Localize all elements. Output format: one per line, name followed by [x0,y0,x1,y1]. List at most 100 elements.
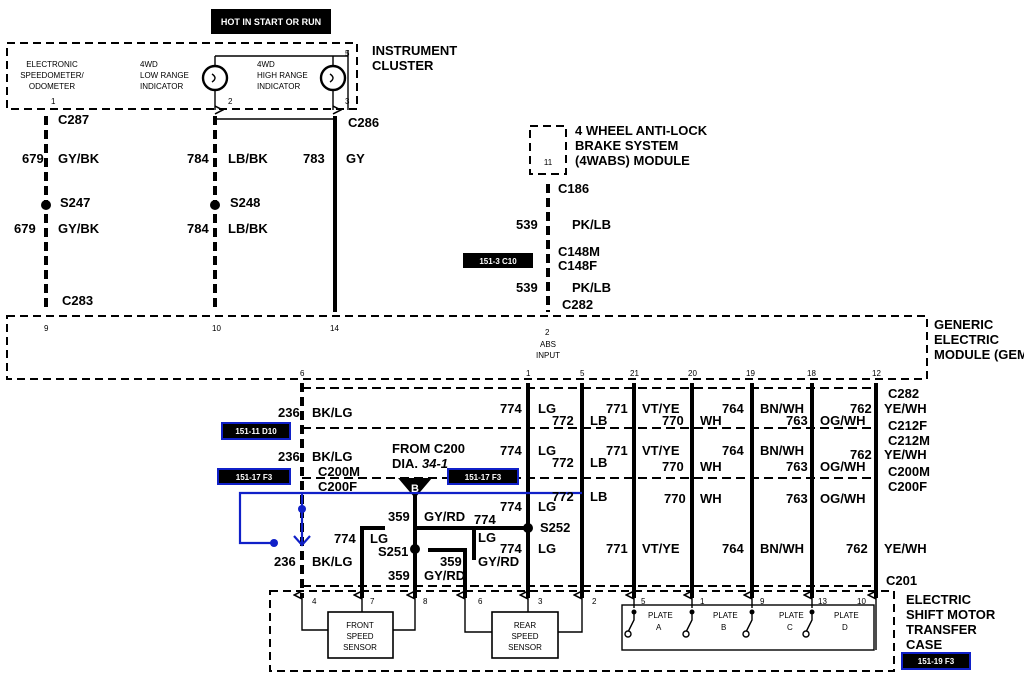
transfer-case-title: ELECTRIC [906,592,972,607]
reference-151-17-f3-right[interactable]: 151-17 F3 [447,468,519,485]
connector-c148m: C148M [558,244,600,259]
instrument-cluster: ELECTRONIC SPEEDOMETER/ ODOMETER 4WD LOW… [6,42,358,110]
label-gem-line2: ELECTRIC [934,332,1000,347]
label-gem-abs-input1: ABS [540,340,556,349]
hot-in-start-or-run-label: HOT IN START OR RUN [211,9,331,34]
label-instrument-cluster-pin1: 1 [51,97,56,106]
splice-s248: S248 [230,195,260,210]
label-lower-wires-w774c: 774 [500,499,522,514]
label-lower-wires-w762b: 762 [850,447,872,462]
label-lower-wires-w772a: 772 [552,413,574,428]
label-transfer-case-pin8: 8 [423,597,428,606]
label-refs-r4: 151-17 F3 [465,473,502,482]
label-lower-wires-c763b: OG/WH [820,459,866,474]
from-c200-label: FROM C200 [392,441,465,456]
label-upper-wires-c784a: LB/BK [228,151,268,166]
connector-c148f: C148F [558,258,597,273]
label-transfer-case-plate-c1: PLATE [779,611,804,620]
label-transfer-case-pin13: 13 [818,597,827,606]
label-transfer-case-line2: SHIFT MOTOR [906,607,996,622]
label-lower-wires-w764b: 764 [722,443,744,458]
connector-c201: C201 [886,573,917,588]
gem-title: GENERIC [934,317,994,332]
label-lower-wires-c764a: BN/WH [760,401,804,416]
label-lower-wires-c359a: GY/RD [424,509,465,524]
label-lower-wires-c359d: GY/RD [424,568,465,583]
label-instrument-cluster-high-line3: INDICATOR [257,82,300,91]
label-abs-module-line2: BRAKE SYSTEM [575,138,678,153]
instrument-cluster-title: INSTRUMENT [372,43,457,58]
label-transfer-case-line3: TRANSFER [906,622,977,637]
reference-151-11-d10[interactable]: 151-11 D10 [221,422,291,440]
rear-speed-sensor [491,611,559,659]
label-instrument-cluster-low-line1: 4WD [140,60,158,69]
label-instrument-cluster-pin2: 2 [228,97,233,106]
label-transfer-case-plate-b2: B [721,623,726,632]
reference-151-19-f3[interactable]: 151-19 F3 [901,652,971,670]
label-abs-module-pin: 11 [544,158,553,167]
label-upper-wires-w679b: 679 [14,221,36,236]
label-transfer-case-rear-line2: SPEED [511,632,538,641]
label-gem-pin2: 2 [545,328,550,337]
connector-c200f-left: C200F [318,479,357,494]
connector-c282-lower: C282 [888,386,919,401]
label-lower-wires-c762b: YE/WH [884,447,927,462]
connector-c200f-right: C200F [888,479,927,494]
label-transfer-case-pin4: 4 [312,597,317,606]
label-upper-wires-w679a: 679 [22,151,44,166]
label-lower-wires-c774a: LG [538,401,556,416]
label-transfer-case-plate-d1: PLATE [834,611,859,620]
label-transfer-case-plate-a2: A [656,623,662,632]
label-refs-r3: 151-17 F3 [236,473,273,482]
label-lower-wires-w359b: 359 [388,568,410,583]
label-gem-pin21: 21 [630,369,639,378]
label-lower-wires-w774a: 774 [500,401,522,416]
label-refs-r5: 151-19 F3 [918,657,955,666]
label-refs-r1: 151-3 C10 [479,257,517,266]
label-lower-wires-w762c: 762 [846,541,868,556]
label-lower-wires-w770b: 770 [662,459,684,474]
label-upper-wires-w783: 783 [303,151,325,166]
label-instrument-cluster-pin5: 5 [345,49,350,58]
label-gem-pin5: 5 [580,369,585,378]
label-transfer-case-plate-c2: C [787,623,793,632]
label-transfer-case-plate-d2: D [842,623,848,632]
label-lower-wires-w359a: 359 [388,509,410,524]
label-lower-wires-c770c: WH [700,491,722,506]
generic-electric-module: 9 10 14 2 ABS INPUT 6 1 5 21 20 19 18 12 [6,315,928,380]
label-lower-wires-c764b: BN/WH [760,443,804,458]
label-upper-wires-c539a: PK/LB [572,217,611,232]
label-lower-wires-c763a: OG/WH [820,413,866,428]
label-lower-wires-w770a: 770 [662,413,684,428]
label-instrument-cluster-speedo-line3: ODOMETER [29,82,75,91]
label-transfer-case-rear-line1: REAR [514,621,536,630]
label-lower-wires-c764c: BN/WH [760,541,804,556]
label-gem-pin19: 19 [746,369,755,378]
transfer-case [269,590,895,672]
label-lower-wires-w764c: 764 [722,541,744,556]
label-lower-wires-w359c: 359 [440,554,462,569]
label-gem-abs-input2: INPUT [536,351,560,360]
label-gem-line3: MODULE (GEM) [934,347,1024,362]
connector-c212f: C212F [888,418,927,433]
label-lower-wires-c762c: YE/WH [884,541,927,556]
label-lower-wires-c774d: LG [538,541,556,556]
label-upper-wires-c679a: GY/BK [58,151,100,166]
label-instrument-cluster-high-line2: HIGH RANGE [257,71,308,80]
label-lower-wires-c772c: LB [590,489,607,504]
label-transfer-case-rear-line3: SENSOR [508,643,542,652]
label-lower-wires-c236c: BK/LG [312,554,352,569]
label-transfer-case-plate-b1: PLATE [713,611,738,620]
splice-s252: S252 [540,520,570,535]
label-gem-pin18: 18 [807,369,816,378]
label-lower-wires-c763c: OG/WH [820,491,866,506]
label-instrument-cluster-high-line1: 4WD [257,60,275,69]
label-lower-wires-c771c: VT/YE [642,541,680,556]
reference-151-3-c10[interactable]: 151-3 C10 [463,253,533,268]
label-lower-wires-c762a: YE/WH [884,401,927,416]
label-instrument-cluster-pin3: 3 [345,97,350,106]
reference-151-17-f3-left[interactable]: 151-17 F3 [217,468,291,485]
label-instrument-cluster-low-line2: LOW RANGE [140,71,189,80]
label-lower-wires-w236b: 236 [278,449,300,464]
